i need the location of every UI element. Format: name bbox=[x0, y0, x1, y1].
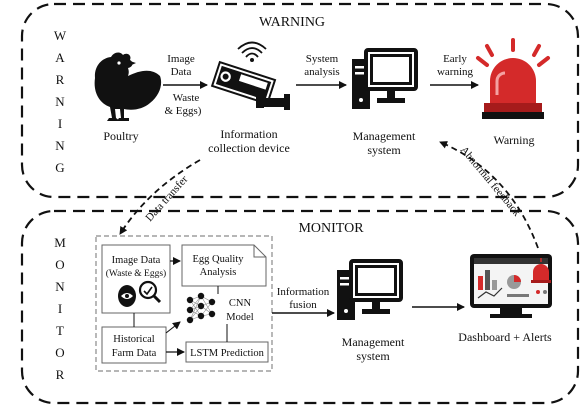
egg-quality-label-1: Egg Quality bbox=[192, 254, 244, 265]
abnormal-feedback-arrow bbox=[439, 141, 539, 249]
image-data-card-label-2: (Waste & Eggs) bbox=[106, 268, 166, 279]
image-data-label-2: Data bbox=[171, 66, 192, 78]
cnn-label-2: Model bbox=[226, 312, 253, 323]
computer-icon bbox=[337, 259, 403, 320]
egg-quality-label-2: Analysis bbox=[200, 267, 237, 278]
fusion-label-1: Information bbox=[277, 286, 330, 298]
waste-label-2: & Eggs) bbox=[165, 105, 202, 117]
top-mgmt-label-1: Management bbox=[353, 129, 416, 143]
warning-title: WARNING bbox=[259, 15, 325, 30]
monitor-side-letters: M O N I T O R bbox=[54, 235, 66, 382]
system-analysis-label-1: System bbox=[306, 53, 339, 65]
image-data-card-label-1: Image Data bbox=[112, 255, 161, 266]
monitor-letter: O bbox=[55, 257, 64, 272]
cnn-label-1: CNN bbox=[229, 298, 252, 309]
monitor-letter: M bbox=[54, 235, 66, 250]
monitor-letter: R bbox=[56, 367, 65, 382]
waste-label-1: Waste bbox=[173, 92, 200, 104]
computer-icon bbox=[352, 48, 418, 109]
warning-letter: R bbox=[56, 72, 65, 87]
monitor-letter: N bbox=[55, 279, 65, 294]
warning-letter: N bbox=[55, 138, 65, 153]
alarm-icon bbox=[476, 38, 550, 119]
early-warning-label-1: Early bbox=[443, 53, 467, 65]
lstm-label: LSTM Prediction bbox=[190, 348, 265, 359]
monitor-letter: T bbox=[56, 323, 64, 338]
dashboard-label: Dashboard + Alerts bbox=[458, 330, 552, 344]
bottom-mgmt-label-1: Management bbox=[342, 335, 405, 349]
monitor-letter: O bbox=[55, 345, 64, 360]
camera-icon bbox=[210, 41, 290, 110]
poultry-label: Poultry bbox=[103, 129, 138, 143]
chicken-icon bbox=[94, 52, 162, 121]
fusion-label-2: fusion bbox=[289, 299, 317, 311]
abnormal-feedback-label: Abnormal feedback bbox=[458, 144, 523, 219]
device-label-1: Information bbox=[220, 127, 277, 141]
monitor-letter: I bbox=[58, 301, 62, 316]
image-data-label-1: Image bbox=[167, 53, 195, 65]
monitor-title: MONITOR bbox=[298, 221, 364, 236]
warning-letter: I bbox=[58, 116, 62, 131]
device-label-2: collection device bbox=[208, 141, 290, 155]
warning-letter: G bbox=[55, 160, 64, 175]
data-transfer-arrow bbox=[119, 159, 201, 235]
magnifier-icon bbox=[138, 280, 162, 304]
bottom-mgmt-label-2: system bbox=[356, 349, 390, 363]
early-warning-label-2: warning bbox=[437, 66, 474, 78]
warning-letter: A bbox=[55, 50, 65, 65]
warning-letter: N bbox=[55, 94, 65, 109]
historical-label-2: Farm Data bbox=[112, 348, 157, 359]
data-transfer-label: Data transfer bbox=[143, 173, 190, 224]
system-analysis-label-2: analysis bbox=[304, 66, 339, 78]
warning-side-letters: W A R N I N G bbox=[54, 28, 67, 175]
egg-icon bbox=[118, 285, 136, 307]
historical-card bbox=[101, 326, 167, 364]
historical-to-cnn-arrow bbox=[165, 321, 181, 334]
processing-frame bbox=[95, 235, 273, 372]
neural-net-icon bbox=[186, 292, 216, 324]
dashboard-icon bbox=[470, 254, 552, 318]
historical-label-1: Historical bbox=[113, 334, 154, 345]
warning-output-label: Warning bbox=[493, 133, 534, 147]
card-fold bbox=[253, 245, 266, 258]
egg-quality-card bbox=[181, 244, 267, 287]
warning-letter: W bbox=[54, 28, 67, 43]
top-mgmt-label-2: system bbox=[367, 143, 401, 157]
